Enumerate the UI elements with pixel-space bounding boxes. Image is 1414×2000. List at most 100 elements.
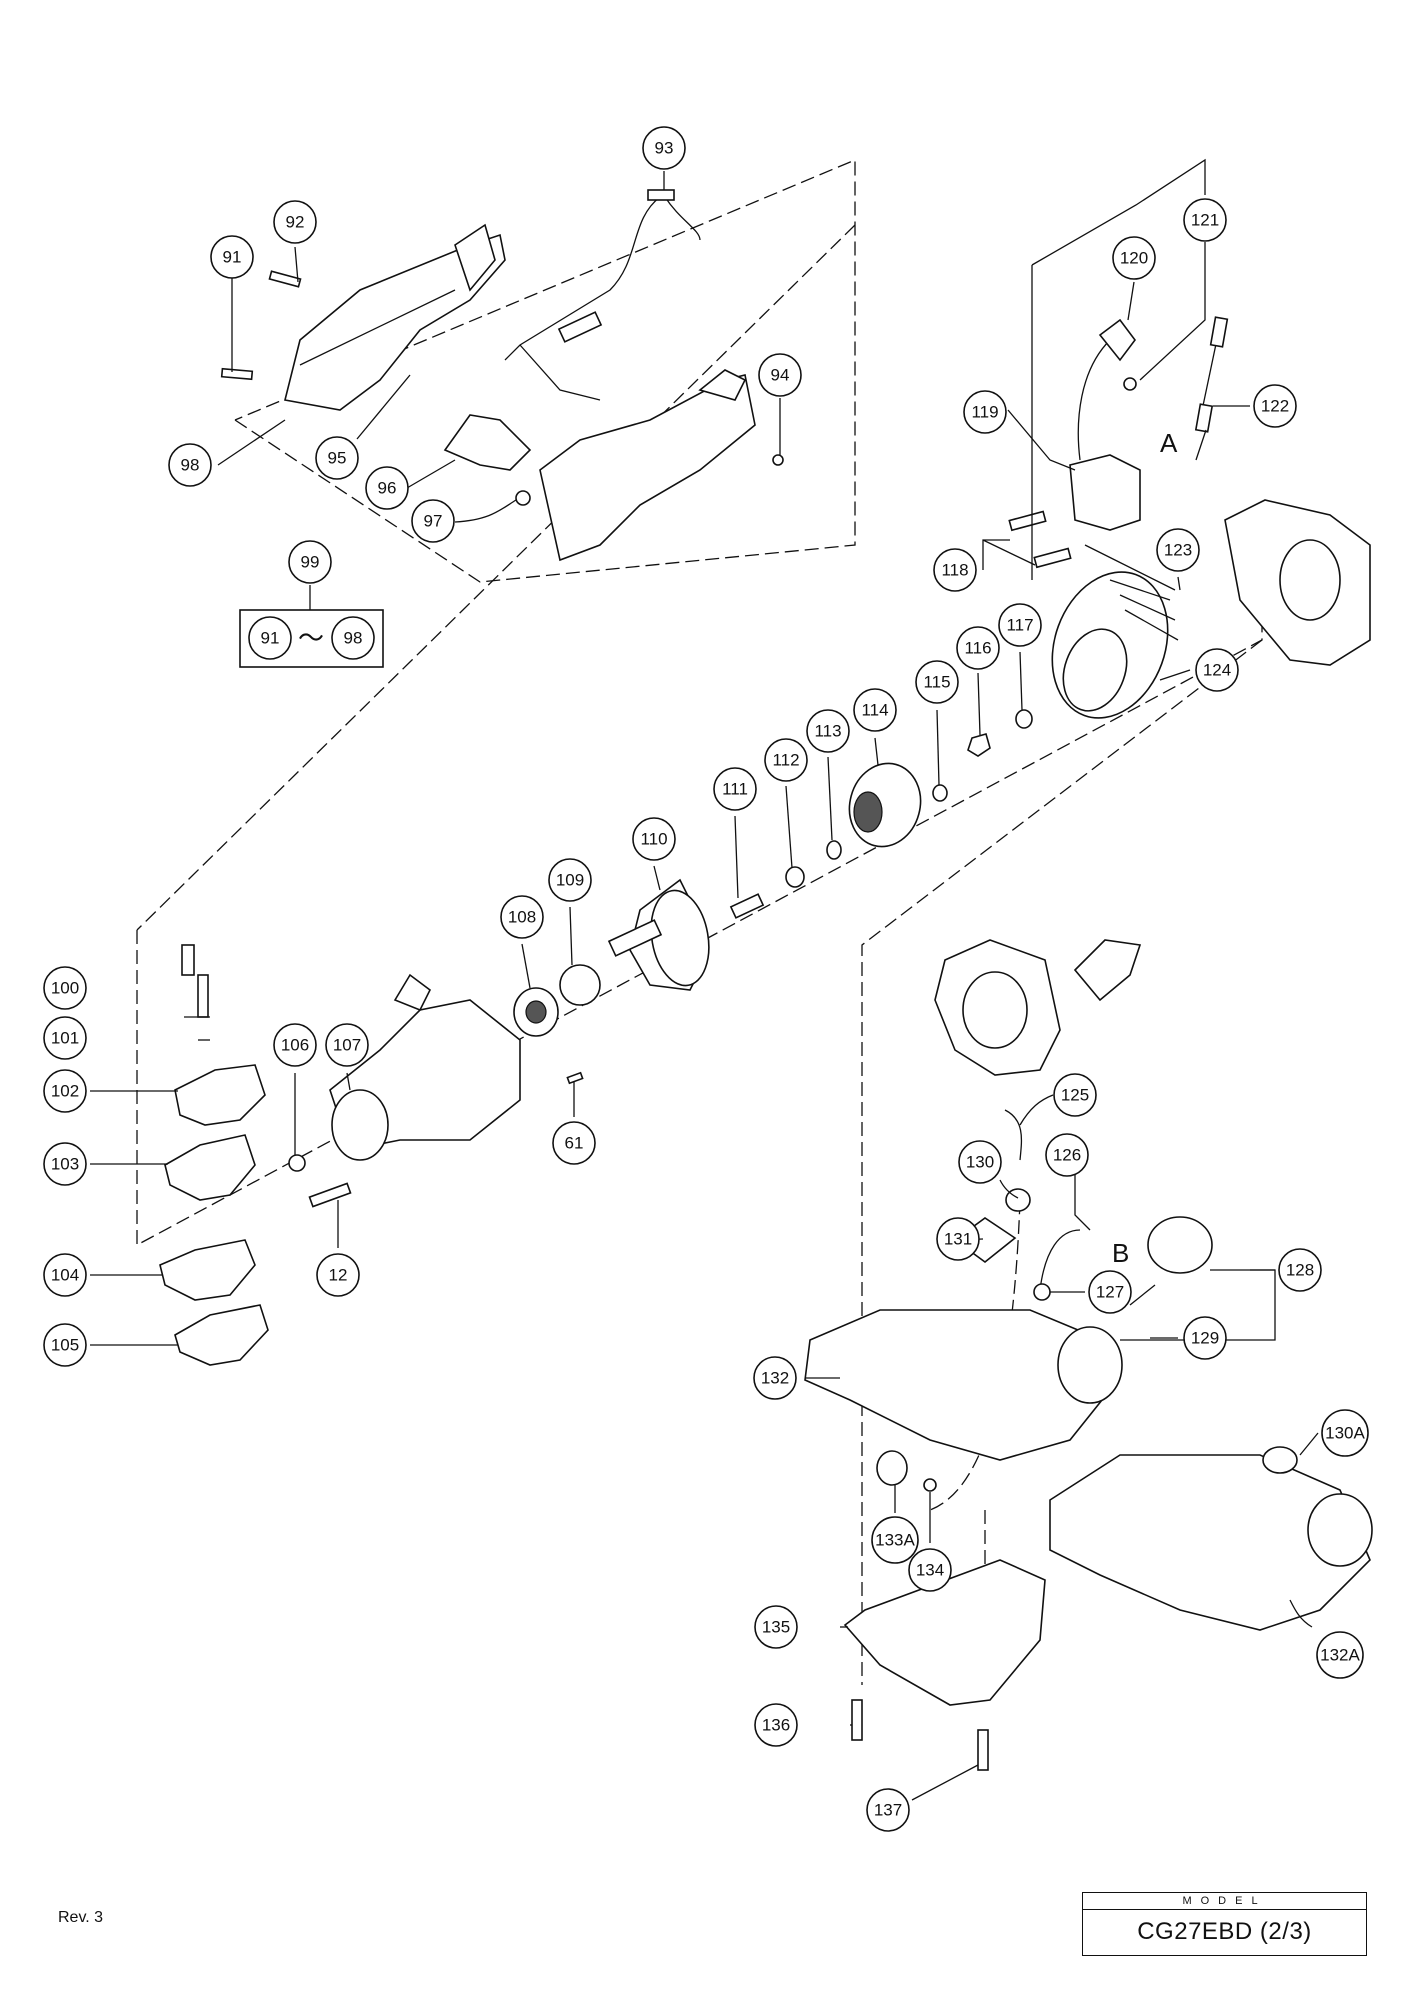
callout-circle	[43, 1253, 87, 1297]
washer-134	[923, 1478, 937, 1492]
callout-number: 100	[51, 979, 79, 998]
callout-number: 114	[861, 701, 888, 720]
callout-circle	[325, 1023, 369, 1067]
callout-circle	[552, 1121, 596, 1165]
callout-circle	[43, 1069, 87, 1113]
callout-103: 103	[43, 1142, 87, 1186]
clutch-case-107	[329, 973, 521, 1161]
callout-number: 125	[1061, 1086, 1089, 1105]
callout-119: 119	[963, 390, 1007, 434]
callout-number: 96	[378, 479, 397, 498]
callout-number: 134	[916, 1561, 944, 1580]
clutch-drum-110	[607, 878, 710, 991]
callout-92: 92	[273, 200, 317, 244]
spring-121	[1123, 377, 1137, 391]
callout-number: 107	[333, 1036, 361, 1055]
callout-circle	[1088, 1270, 1132, 1314]
bolt-101	[197, 974, 209, 1018]
callout-number: 93	[655, 139, 674, 158]
callout-circle	[168, 443, 212, 487]
model-value: CG27EBD (2/3)	[1137, 1918, 1312, 1945]
callout-circle	[1195, 648, 1239, 692]
callout-circle	[316, 1253, 360, 1297]
callout-number: 132	[761, 1369, 789, 1388]
callout-circle	[273, 1023, 317, 1067]
callout-113: 113	[806, 709, 850, 753]
callout-circle	[43, 1142, 87, 1186]
callout-circle	[642, 126, 686, 170]
callout-circle	[43, 966, 87, 1010]
callout-number: 99	[301, 553, 320, 572]
fuel-tank-132	[804, 1309, 1123, 1461]
plug-wire	[1194, 316, 1229, 433]
revision-label: Rev. 3	[58, 1909, 104, 1926]
callout-number: 104	[51, 1266, 79, 1285]
assembly-line-tank-2	[929, 1199, 1021, 1511]
callout-number: 97	[424, 512, 443, 531]
clamp-104	[159, 1239, 256, 1301]
callout-circle	[43, 1323, 87, 1367]
callout-circle	[1321, 1409, 1369, 1457]
callout-number: 128	[1286, 1261, 1314, 1280]
handle-upper-housing	[284, 223, 506, 411]
screw-118b	[1033, 547, 1072, 569]
fuel-tank-132A	[1049, 1454, 1373, 1631]
callout-circle	[500, 895, 544, 939]
leader-lines	[90, 158, 1319, 1801]
callout-number: 95	[328, 449, 347, 468]
callout-circle	[754, 1703, 798, 1747]
callout-number: 105	[51, 1336, 79, 1355]
callout-number: 137	[874, 1801, 902, 1820]
callout-circle	[1112, 236, 1156, 280]
callout-96: 96	[365, 466, 409, 510]
callout-circle	[43, 1016, 87, 1060]
callout-number: 133A	[875, 1531, 915, 1550]
clamp-103	[164, 1134, 256, 1201]
callout-circle	[248, 616, 292, 660]
callout-number: 115	[923, 673, 950, 692]
callout-circle	[1278, 1248, 1322, 1292]
ground-wire-123	[1084, 544, 1176, 591]
callout-circle	[908, 1548, 952, 1592]
retaining-ring-109	[559, 964, 601, 1006]
bearing-108	[513, 987, 559, 1037]
fuel-pipe-126	[1039, 1229, 1081, 1291]
callout-122: 122	[1253, 384, 1297, 428]
callout-number: 98	[181, 456, 200, 475]
callout-number: 92	[286, 213, 305, 232]
range-symbol: 〜	[298, 623, 324, 653]
handle-lower-housing	[539, 369, 756, 562]
clamp-105	[174, 1304, 269, 1366]
callout-130A: 130A	[1321, 1409, 1369, 1457]
model-block: MODEL CG27EBD (2/3)	[1082, 1892, 1367, 1956]
callout-number: 121	[1191, 211, 1219, 230]
callout-number: 106	[281, 1036, 309, 1055]
callout-circle	[1183, 1316, 1227, 1360]
clamp-102	[174, 1064, 266, 1126]
callout-number: 94	[771, 366, 790, 385]
callout-112: 112	[764, 738, 808, 782]
callout-137: 137	[866, 1788, 910, 1832]
callout-number: 131	[944, 1230, 972, 1249]
callout-125: 125	[1053, 1073, 1097, 1117]
callout-circle	[1253, 384, 1297, 428]
callout-61: 61	[552, 1121, 596, 1165]
callout-135: 135	[754, 1605, 798, 1649]
callout-circle	[754, 1605, 798, 1649]
callout-114: 114	[853, 688, 897, 732]
callout-108: 108	[500, 895, 544, 939]
assembly-line-engine	[136, 224, 856, 931]
washer-112	[785, 866, 805, 888]
callout-circle	[758, 353, 802, 397]
callout-number: 120	[1120, 249, 1148, 268]
callout-121: 121	[1183, 198, 1227, 242]
callout-12: 12	[316, 1253, 360, 1297]
callout-circle	[1183, 198, 1227, 242]
callout-circle	[958, 1140, 1002, 1184]
tank-bracket-135	[843, 1559, 1046, 1706]
callout-circle	[963, 390, 1007, 434]
callout-number: 118	[941, 561, 968, 580]
callout-circle	[1053, 1073, 1097, 1117]
callout-circle	[273, 200, 317, 244]
